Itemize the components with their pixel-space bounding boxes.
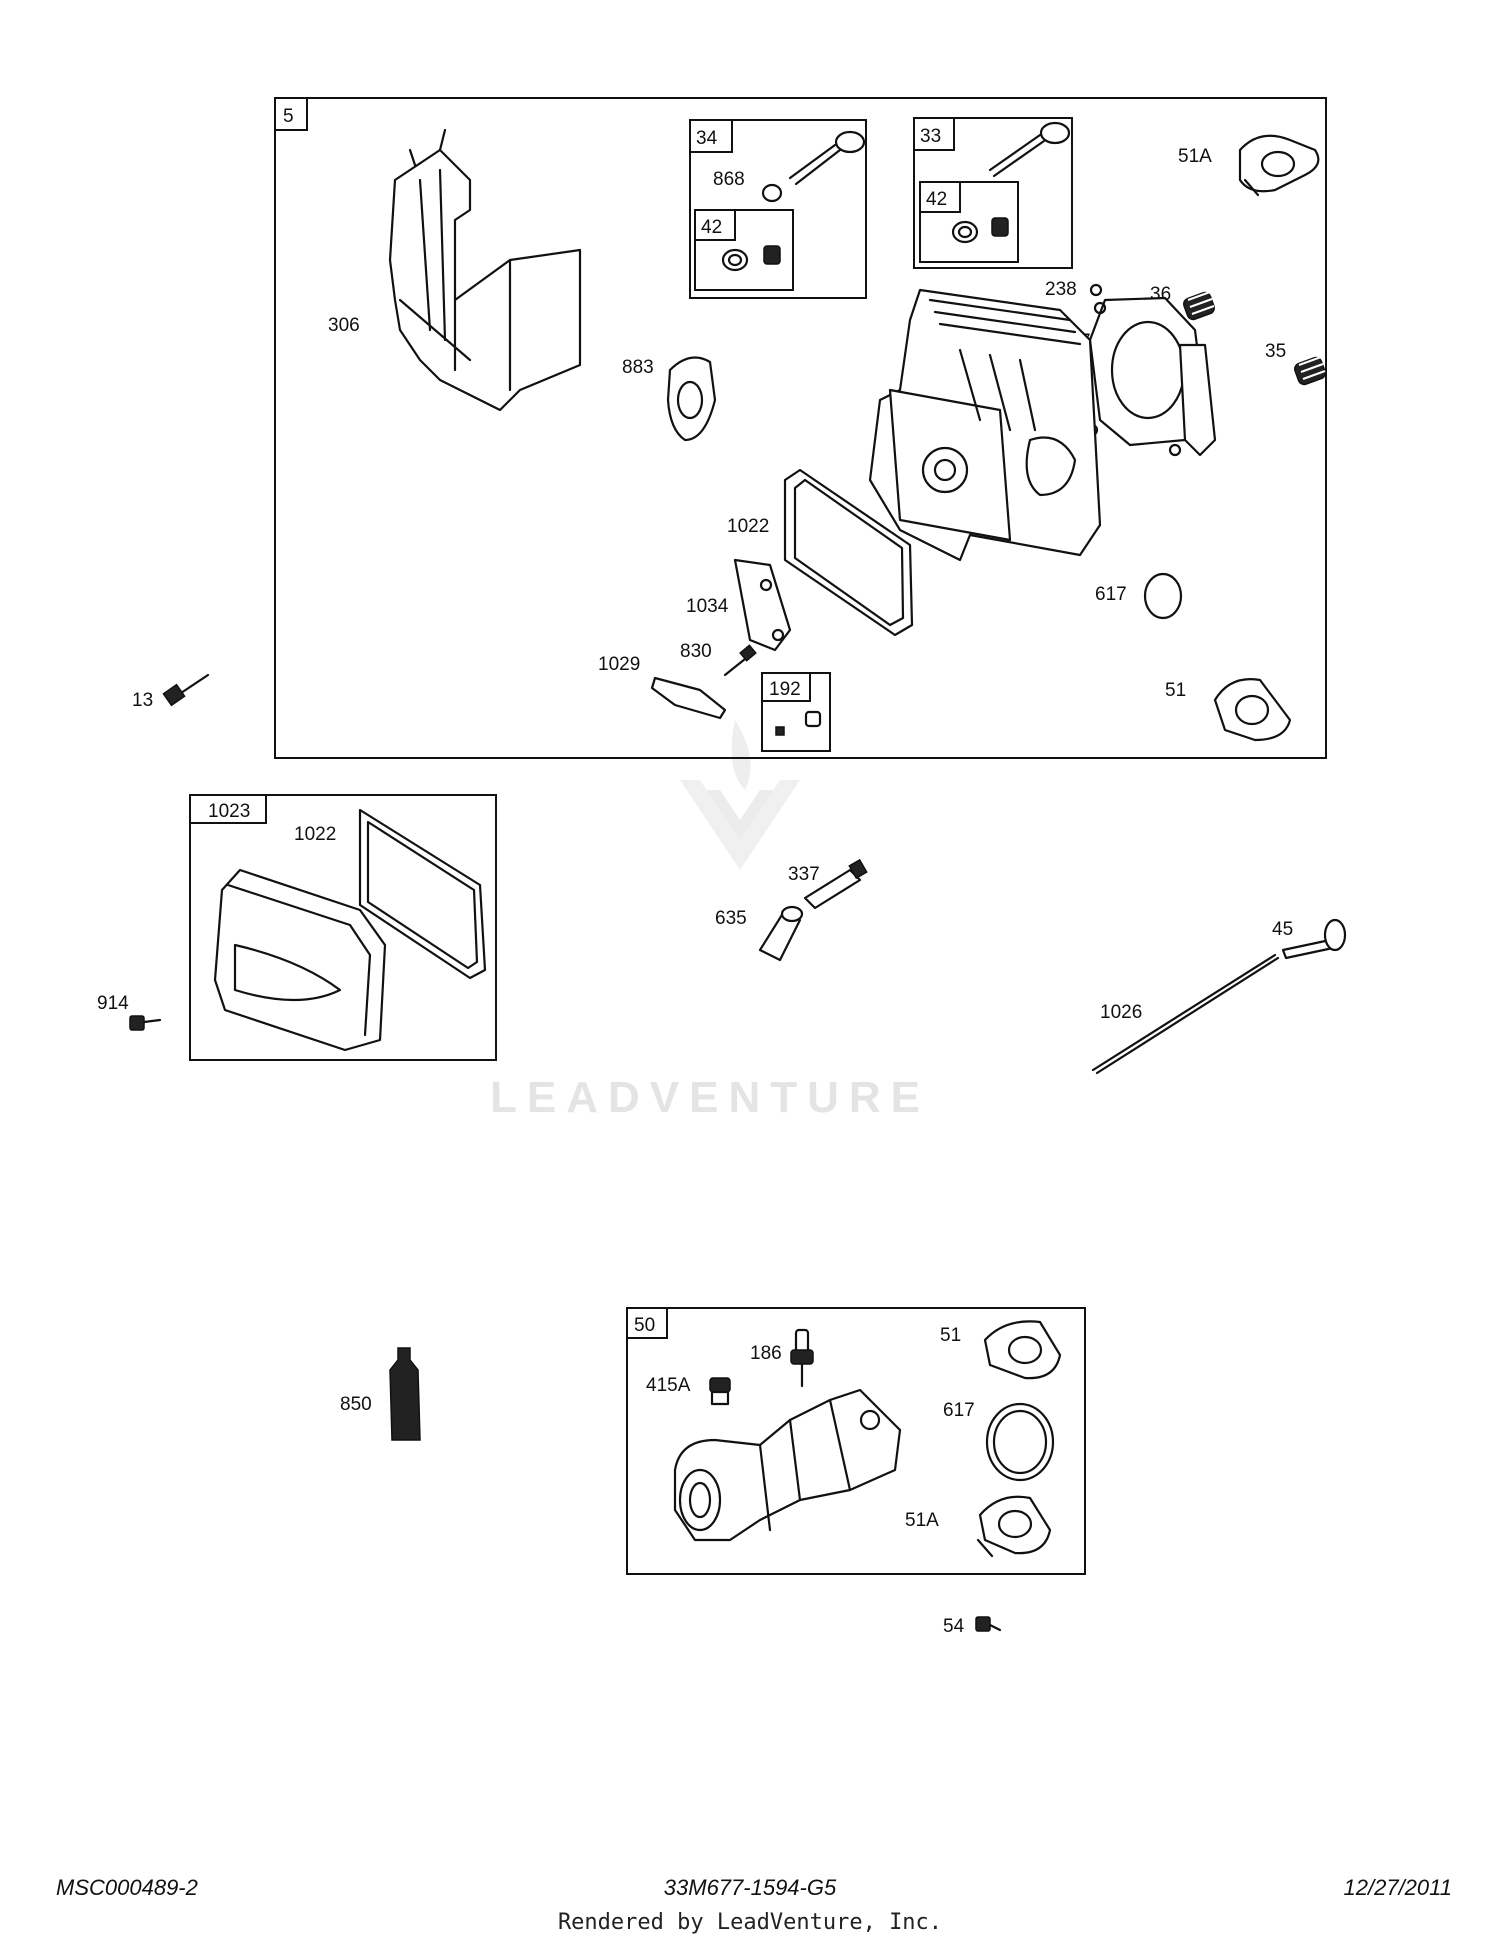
box-34-label: 34 <box>696 128 718 149</box>
plug-boot-635 <box>758 905 804 962</box>
box-50-tag <box>626 1307 668 1339</box>
label-51a-top: 51A <box>1178 146 1212 167</box>
box-33 <box>913 117 1073 269</box>
label-830: 830 <box>680 641 712 662</box>
rendered-by: Rendered by LeadVenture, Inc. <box>557 1910 943 1935</box>
label-51a-bottom: 51A <box>905 1510 939 1531</box>
label-1034: 1034 <box>686 596 729 617</box>
fitting-186 <box>790 1328 814 1388</box>
label-51-top: 51 <box>1165 680 1186 701</box>
leadventure-watermark: LEADVENTURE <box>490 720 930 1122</box>
label-45: 45 <box>1272 919 1293 940</box>
bolt-13 <box>162 673 210 707</box>
box-5 <box>274 97 1327 759</box>
cap-192 <box>775 710 822 736</box>
label-635: 635 <box>715 908 747 929</box>
box-34-tag <box>689 119 733 153</box>
box-5-tag <box>274 97 308 131</box>
box-192-tag <box>761 672 811 702</box>
label-1029: 1029 <box>598 654 640 675</box>
oring-617-bottom-inner <box>992 1409 1048 1475</box>
label-883: 883 <box>622 357 654 378</box>
gasket-51a-bottom <box>976 1495 1052 1558</box>
plug-415a <box>709 1377 731 1406</box>
box-192-label: 192 <box>769 679 801 700</box>
valve-33 <box>988 121 1071 178</box>
footer-center: 33M677-1594-G5 <box>663 1875 837 1900</box>
box-33-tag <box>913 117 955 151</box>
label-415a: 415A <box>646 1375 691 1396</box>
box-1023 <box>189 794 497 1061</box>
head-gasket-7 <box>1085 296 1217 457</box>
watermark-text: LEADVENTURE <box>490 1073 930 1122</box>
label-54: 54 <box>943 1616 965 1637</box>
box-33-label: 33 <box>920 126 941 147</box>
label-51-bottom: 51 <box>940 1325 961 1346</box>
box-42b-tag <box>919 181 961 213</box>
footer-left: MSC000489-2 <box>56 1875 198 1900</box>
label-35: 35 <box>1265 341 1286 362</box>
box-1023-tag <box>189 794 267 824</box>
label-186: 186 <box>750 1343 782 1364</box>
gasket-51a-top <box>1238 134 1320 197</box>
box-50-label: 50 <box>634 1315 655 1336</box>
label-617-bottom: 617 <box>943 1400 975 1421</box>
spring-35 <box>1294 356 1326 386</box>
screw-914 <box>129 1015 162 1031</box>
box-50 <box>626 1307 1086 1575</box>
shroud-306 <box>388 128 582 412</box>
label-13: 13 <box>132 690 153 711</box>
box-42b-label: 42 <box>926 189 947 210</box>
label-1026: 1026 <box>1100 1002 1142 1023</box>
breather-1034 <box>733 558 792 652</box>
tappet-45 <box>1281 918 1347 960</box>
sealant-tube-850 <box>389 1347 421 1441</box>
intake-manifold <box>673 1388 902 1542</box>
box-34 <box>689 119 867 299</box>
label-1022-cover: 1022 <box>294 824 336 845</box>
box-42a-label: 42 <box>701 217 722 238</box>
box-42a-tag <box>694 209 736 241</box>
label-868: 868 <box>713 169 745 190</box>
rocker-cover <box>213 868 387 1052</box>
reed-1029 <box>650 676 727 720</box>
screw-54 <box>975 1616 1002 1632</box>
label-337: 337 <box>788 864 820 885</box>
cylinder-head <box>868 288 1102 562</box>
gasket-883 <box>666 356 717 442</box>
box-5-label: 5 <box>283 106 294 127</box>
oring-617-bottom <box>985 1402 1055 1482</box>
label-238: 238 <box>1045 279 1077 300</box>
valve-34 <box>761 130 866 203</box>
label-306: 306 <box>328 315 360 336</box>
gasket-1022-top <box>783 468 914 637</box>
valve-seal-42b <box>951 217 1009 244</box>
valve-seal-42a <box>721 245 781 272</box>
label-1022-top: 1022 <box>727 516 769 537</box>
gasket-1022-cover <box>358 808 487 980</box>
box-1023-label: 1023 <box>208 801 250 822</box>
pushrod-1026 <box>1091 953 1280 1075</box>
box-42a <box>694 209 794 291</box>
label-617-top: 617 <box>1095 584 1127 605</box>
pin-238 <box>1089 283 1103 297</box>
spark-plug-337 <box>803 858 868 910</box>
box-42b <box>919 181 1019 263</box>
oring-617-top <box>1143 572 1183 620</box>
footer-right: 12/27/2011 <box>1343 1875 1452 1900</box>
spring-36 <box>1183 291 1215 321</box>
label-914: 914 <box>97 993 129 1014</box>
gasket-51-bottom <box>983 1320 1062 1380</box>
gasket-51-top <box>1213 678 1292 742</box>
screw-830 <box>723 644 757 677</box>
label-850: 850 <box>340 1394 372 1415</box>
